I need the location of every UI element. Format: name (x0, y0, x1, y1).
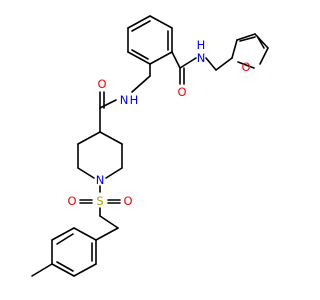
sulfonyl-group (79, 199, 121, 229)
structure-diagram: O H N O N H O N S O O (31, 15, 269, 277)
atom-label-o-mid: O (97, 77, 106, 91)
atom-label-s: S (96, 194, 103, 208)
atom-label-o-s-right: O (123, 194, 132, 208)
atom-label-h-top: H (197, 38, 206, 52)
amide-mid (99, 63, 151, 133)
piperidine-ring (77, 131, 123, 193)
benzene-ring-top (127, 15, 173, 65)
atom-label-o-furan: O (241, 60, 250, 74)
atom-label-n-mid: N (120, 93, 129, 107)
atom-labels: O H N O N H O N S O O (67, 38, 250, 208)
molecule-drawing: O H N O N H O N S O O (31, 15, 269, 277)
atom-label-h-mid: H (130, 93, 139, 107)
atom-label-o-s-left: O (67, 194, 76, 208)
atom-label-n-top: N (197, 51, 206, 65)
furan-ring (215, 33, 269, 71)
tolyl-ring (31, 227, 119, 277)
atom-label-o-top: O (177, 85, 186, 99)
amide-top (171, 51, 217, 85)
atom-label-n-piperidine: N (96, 173, 105, 187)
